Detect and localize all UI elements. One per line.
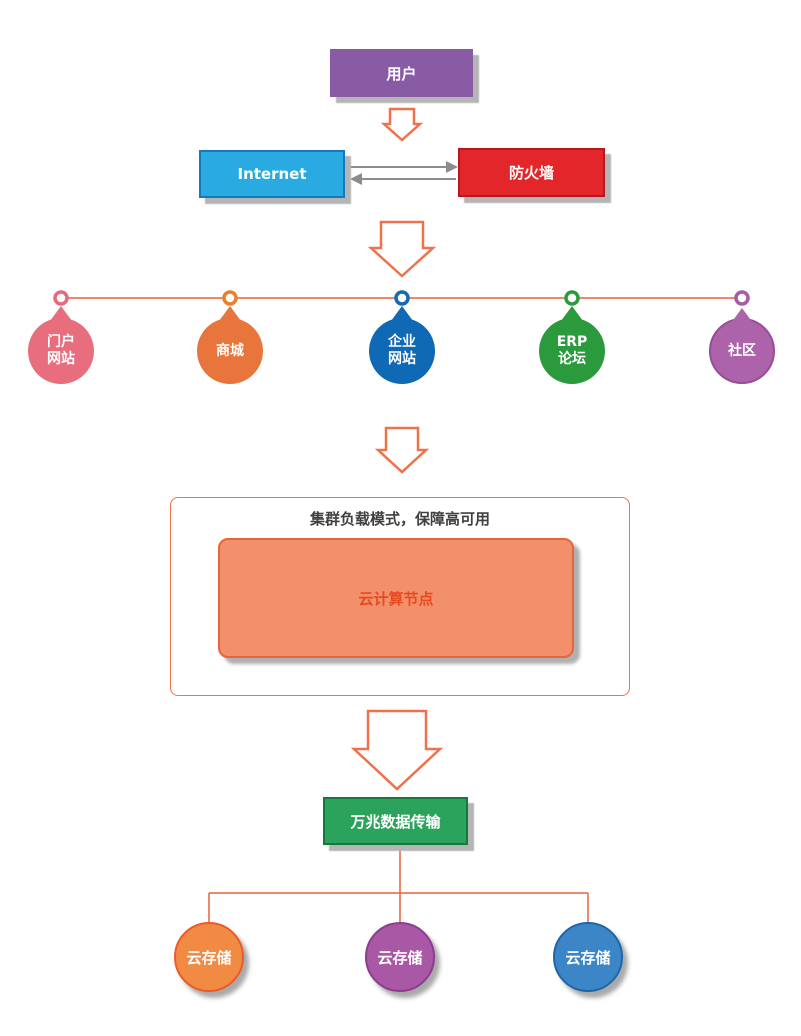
rail-node-dot bbox=[564, 290, 580, 306]
service-label: 商城 bbox=[216, 342, 244, 359]
rail-node-dot bbox=[394, 290, 410, 306]
down-arrow-icon bbox=[350, 709, 444, 791]
service-label: ERP 论坛 bbox=[556, 334, 588, 367]
balloon-tail-icon bbox=[391, 306, 413, 321]
down-arrow-icon bbox=[380, 107, 424, 142]
node-user: 用户 bbox=[330, 49, 473, 97]
balloon-tail-icon bbox=[50, 306, 72, 321]
storage-tree-connector bbox=[208, 846, 589, 922]
balloon-tail-icon bbox=[561, 306, 583, 321]
arrow-left-icon bbox=[350, 173, 362, 185]
arrow-right-icon bbox=[446, 161, 458, 173]
rail-node-dot bbox=[53, 290, 69, 306]
node-internet: Internet bbox=[199, 150, 345, 198]
rail-node-dot bbox=[734, 290, 750, 306]
service-label: 社区 bbox=[728, 342, 756, 359]
node-firewall-label: 防火墙 bbox=[508, 164, 554, 182]
balloon-tail-icon bbox=[731, 308, 753, 323]
service-balloon-portal: 门户 网站 bbox=[28, 306, 94, 384]
storage-label: 云存储 bbox=[186, 948, 232, 967]
node-internet-label: Internet bbox=[237, 165, 307, 183]
node-compute: 云计算节点 bbox=[218, 538, 574, 658]
node-compute-label: 云计算节点 bbox=[358, 589, 434, 608]
bidirectional-link bbox=[350, 161, 458, 185]
node-user-label: 用户 bbox=[386, 64, 417, 83]
storage-label: 云存储 bbox=[565, 948, 611, 967]
service-balloon-mall: 商城 bbox=[197, 306, 263, 384]
down-arrow-icon bbox=[367, 220, 437, 278]
node-transfer-label: 万兆数据传输 bbox=[350, 812, 441, 831]
node-firewall: 防火墙 bbox=[458, 148, 605, 197]
storage-node-3: 云存储 bbox=[553, 922, 623, 992]
storage-label: 云存储 bbox=[377, 948, 423, 967]
cluster-title: 集群负载模式，保障高可用 bbox=[309, 510, 490, 528]
service-label: 门户 网站 bbox=[47, 334, 75, 367]
service-label: 企业 网站 bbox=[388, 334, 416, 367]
node-transfer: 万兆数据传输 bbox=[323, 797, 468, 845]
down-arrow-icon bbox=[374, 426, 430, 474]
storage-node-2: 云存储 bbox=[365, 922, 435, 992]
service-balloon-community: 社区 bbox=[709, 308, 775, 384]
rail-node-dot bbox=[222, 290, 238, 306]
balloon-tail-icon bbox=[219, 306, 241, 321]
service-balloon-enterprise: 企业 网站 bbox=[369, 306, 435, 384]
service-balloon-erp: ERP 论坛 bbox=[539, 306, 605, 384]
storage-node-1: 云存储 bbox=[174, 922, 244, 992]
